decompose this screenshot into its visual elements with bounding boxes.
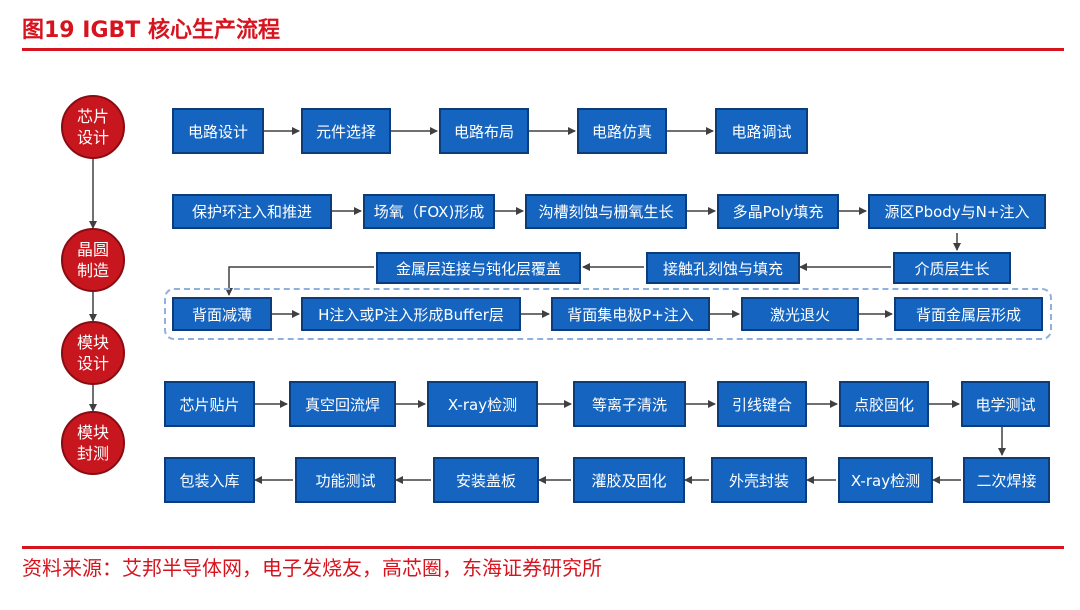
step-cover-install: 安装盖板 bbox=[433, 457, 539, 503]
source-note: 资料来源：艾邦半导体网，电子发烧友，高芯圈，东海证券研究所 bbox=[22, 556, 602, 580]
stage-wafer-fab: 晶圆 制造 bbox=[61, 228, 125, 292]
stage-module-design: 模块 设计 bbox=[61, 321, 125, 385]
step-contact-etch-fill: 接触孔刻蚀与填充 bbox=[646, 252, 800, 284]
step-guard-ring-implant: 保护环注入和推进 bbox=[172, 194, 332, 229]
backside-process-group bbox=[164, 288, 1052, 340]
step-vacuum-reflow: 真空回流焊 bbox=[289, 381, 396, 427]
step-metal-passivation: 金属层连接与钝化层覆盖 bbox=[376, 252, 581, 284]
step-poly-fill: 多晶Poly填充 bbox=[717, 194, 839, 229]
step-dielectric-growth: 介质层生长 bbox=[893, 252, 1011, 284]
step-laser-anneal: 激光退火 bbox=[741, 297, 859, 331]
figure-title: 图19 IGBT 核心生产流程 bbox=[22, 18, 280, 43]
step-die-attach: 芯片贴片 bbox=[164, 381, 255, 427]
step-circuit-debug: 电路调试 bbox=[715, 108, 808, 154]
step-functional-test: 功能测试 bbox=[295, 457, 396, 503]
stage-chip-design: 芯片 设计 bbox=[61, 95, 125, 159]
step-wire-bond: 引线键合 bbox=[717, 381, 807, 427]
step-buffer-layer: H注入或P注入形成Buffer层 bbox=[301, 297, 521, 331]
step-component-selection: 元件选择 bbox=[301, 108, 391, 154]
step-potting-cure: 灌胶及固化 bbox=[573, 457, 685, 503]
stage-module-package-test: 模块 封测 bbox=[61, 411, 125, 475]
step-trench-etch-gate-oxide: 沟槽刻蚀与栅氧生长 bbox=[525, 194, 687, 229]
step-housing-assembly: 外壳封装 bbox=[711, 457, 807, 503]
step-circuit-design: 电路设计 bbox=[172, 108, 264, 154]
step-pack-warehouse: 包装入库 bbox=[164, 457, 255, 503]
step-xray-inspection-1: X-ray检测 bbox=[427, 381, 538, 427]
step-collector-implant: 背面集电极P+注入 bbox=[551, 297, 710, 331]
step-dispense-cure: 点胶固化 bbox=[839, 381, 929, 427]
bottom-rule bbox=[22, 546, 1064, 549]
top-rule bbox=[22, 48, 1064, 51]
step-circuit-simulation: 电路仿真 bbox=[577, 108, 667, 154]
step-xray-inspection-2: X-ray检测 bbox=[838, 457, 933, 503]
step-electrical-test: 电学测试 bbox=[961, 381, 1050, 427]
step-backside-metal: 背面金属层形成 bbox=[894, 297, 1043, 331]
step-plasma-clean: 等离子清洗 bbox=[573, 381, 686, 427]
step-circuit-layout: 电路布局 bbox=[439, 108, 529, 154]
step-secondary-solder: 二次焊接 bbox=[963, 457, 1050, 503]
step-backside-thinning: 背面减薄 bbox=[172, 297, 272, 331]
step-source-implant: 源区Pbody与N+注入 bbox=[868, 194, 1046, 229]
step-field-oxide: 场氧（FOX)形成 bbox=[363, 194, 495, 229]
